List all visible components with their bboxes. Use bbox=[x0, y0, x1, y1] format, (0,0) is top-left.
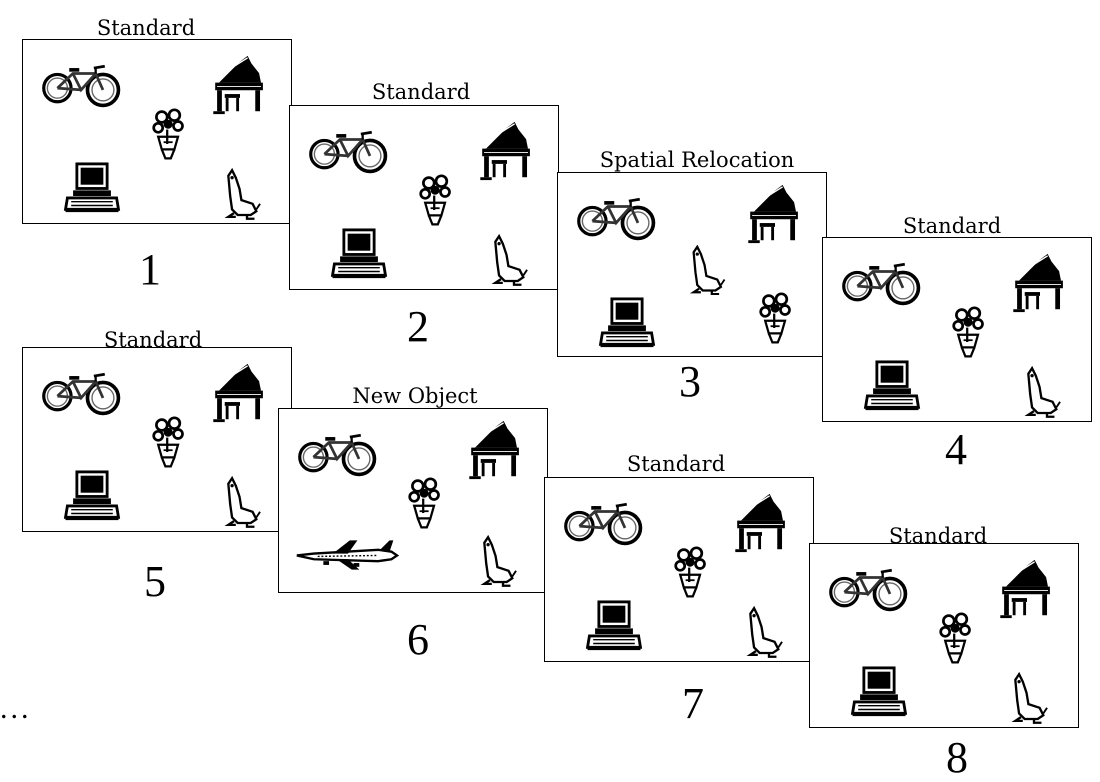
dog-icon bbox=[227, 477, 261, 528]
frame-number: 7 bbox=[682, 679, 704, 728]
bicycle-icon bbox=[41, 372, 121, 416]
bicycle-icon bbox=[576, 197, 656, 241]
flowers-icon bbox=[408, 477, 440, 529]
flowers-icon bbox=[939, 612, 971, 664]
frame-7 bbox=[544, 477, 814, 662]
frame-5 bbox=[22, 347, 292, 532]
computer-icon bbox=[851, 666, 907, 718]
frame-number: 6 bbox=[407, 615, 429, 664]
flowers-icon bbox=[152, 416, 184, 468]
frame-label: Standard bbox=[371, 80, 471, 104]
frame-number: 5 bbox=[144, 557, 166, 606]
piano-icon bbox=[468, 420, 520, 480]
flowers-icon bbox=[674, 546, 706, 598]
frame-number: 4 bbox=[945, 425, 967, 474]
frame-label: Spatial Relocation bbox=[599, 148, 795, 172]
bicycle-icon bbox=[563, 502, 643, 546]
frame-1 bbox=[22, 39, 292, 224]
computer-icon bbox=[331, 228, 387, 280]
piano-icon bbox=[1012, 253, 1064, 313]
dog-icon bbox=[494, 235, 528, 286]
dog-icon bbox=[483, 536, 517, 587]
flowers-icon bbox=[152, 108, 184, 160]
computer-icon bbox=[599, 297, 655, 349]
dog-icon bbox=[227, 169, 261, 220]
frame-label: New Object bbox=[352, 384, 478, 408]
frame-2 bbox=[289, 105, 559, 290]
dog-icon bbox=[692, 245, 726, 295]
frame-3 bbox=[557, 172, 827, 357]
dog-icon bbox=[1027, 367, 1061, 418]
continuation-ellipsis: ... bbox=[0, 692, 32, 725]
bicycle-icon bbox=[297, 433, 377, 477]
bicycle-icon bbox=[41, 64, 121, 108]
computer-icon bbox=[864, 360, 920, 412]
dog-icon bbox=[749, 607, 783, 658]
computer-icon bbox=[64, 470, 120, 522]
bicycle-icon bbox=[308, 130, 388, 174]
frame-number: 1 bbox=[139, 245, 161, 294]
bicycle-icon bbox=[841, 262, 921, 306]
piano-icon bbox=[212, 55, 264, 115]
piano-icon bbox=[999, 559, 1051, 619]
frame-label: Standard bbox=[626, 452, 726, 476]
piano-icon bbox=[212, 363, 264, 423]
frame-number: 8 bbox=[946, 733, 968, 782]
computer-icon bbox=[64, 162, 120, 214]
frame-number: 2 bbox=[407, 302, 429, 351]
frame-4 bbox=[822, 237, 1092, 422]
frame-number: 3 bbox=[679, 357, 701, 406]
flowers-icon bbox=[952, 306, 984, 358]
frame-label: Standard bbox=[902, 214, 1002, 238]
dog-icon bbox=[1014, 673, 1048, 724]
piano-icon bbox=[747, 184, 799, 244]
flowers-icon bbox=[759, 292, 791, 344]
frame-6 bbox=[278, 408, 548, 593]
frame-label: Standard bbox=[96, 16, 196, 40]
flowers-icon bbox=[419, 174, 451, 226]
piano-icon bbox=[479, 121, 531, 181]
frame-8 bbox=[809, 543, 1079, 728]
bicycle-icon bbox=[828, 568, 908, 612]
piano-icon bbox=[734, 493, 786, 553]
airplane-icon bbox=[295, 539, 399, 571]
computer-icon bbox=[586, 600, 642, 652]
